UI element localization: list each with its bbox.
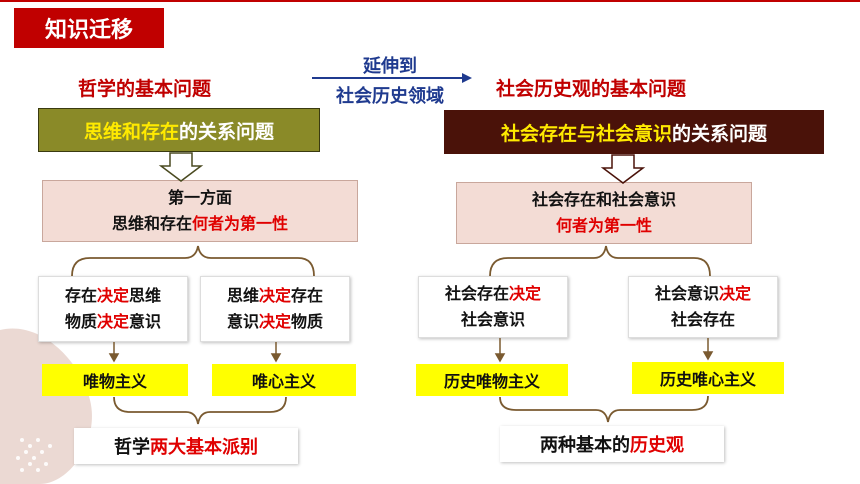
right-hollow-arrow-icon (600, 154, 646, 184)
left-aspect-plain: 思维和存在 (111, 214, 192, 233)
right-bottom-plain: 两种基本的 (540, 435, 630, 456)
left-b-l1-post: 存在 (291, 286, 324, 305)
left-a-l1-post: 思维 (129, 286, 162, 305)
left-b-l2-post: 物质 (291, 312, 324, 331)
right-aspect-box: 社会存在和社会意识 何者为第一性 (456, 182, 752, 244)
right-b-l2: 社会存在 (670, 310, 735, 329)
right-bottom-bracket (499, 395, 709, 423)
right-a-l1-red: 决定 (509, 284, 542, 303)
left-a-l1-pre: 存在 (64, 286, 97, 305)
right-aspect-line1: 社会存在和社会意识 (531, 190, 676, 209)
right-top-bracket (489, 245, 711, 277)
right-a-l1-pre: 社会存在 (444, 284, 509, 303)
arrow-text-top: 延伸到 (363, 56, 417, 77)
left-relation-box: 思维和存在的关系问题 (38, 108, 320, 152)
right-heading: 社会历史观的基本问题 (496, 78, 687, 100)
right-b-l1-red: 决定 (719, 284, 752, 303)
left-a-l2-pre: 物质 (64, 312, 97, 331)
left-bottom-label: 哲学两大基本派别 (74, 428, 298, 464)
top-rule (0, 0, 860, 2)
right-bottom-red: 历史观 (630, 435, 684, 456)
left-result-b: 唯心主义 (212, 364, 356, 396)
right-relation-highlight: 社会存在与社会意识 (500, 122, 672, 145)
left-aspect-box: 第一方面 思维和存在何者为第一性 (42, 180, 358, 242)
arrow-text-bottom: 社会历史领域 (336, 86, 444, 107)
left-b-l2-red: 决定 (258, 312, 291, 331)
left-relation-rest: 的关系问题 (179, 120, 275, 143)
left-result-a: 唯物主义 (42, 364, 188, 396)
extend-arrow (312, 73, 472, 83)
right-result-a: 历史唯物主义 (416, 364, 568, 396)
left-top-bracket (71, 245, 315, 277)
right-aspect-red: 何者为第一性 (555, 216, 652, 235)
left-a-l2-red: 决定 (96, 312, 129, 331)
left-bottom-red: 两大基本派别 (150, 437, 258, 458)
section-badge: 知识迁移 (14, 8, 164, 48)
right-result-b: 历史唯心主义 (632, 362, 784, 394)
left-bottom-plain: 哲学 (114, 437, 150, 458)
left-branch-b-box: 思维决定存在 意识决定物质 (200, 276, 350, 342)
left-bottom-bracket (113, 396, 287, 425)
right-relation-box: 社会存在与社会意识的关系问题 (444, 110, 824, 154)
left-hollow-arrow-icon (158, 152, 204, 182)
right-a-l2: 社会意识 (460, 310, 525, 329)
right-branch-a-box: 社会存在决定 社会意识 (418, 276, 568, 338)
left-a-l1-red: 决定 (96, 286, 129, 305)
right-b-l1-pre: 社会意识 (654, 284, 719, 303)
left-aspect-red: 何者为第一性 (192, 214, 289, 233)
left-b-l1-red: 决定 (258, 286, 291, 305)
right-branch-b-box: 社会意识决定 社会存在 (628, 276, 778, 338)
left-heading: 哲学的基本问题 (78, 78, 212, 100)
left-branch-a-box: 存在决定思维 物质决定意识 (38, 276, 188, 342)
left-a-l2-post: 意识 (129, 312, 162, 331)
left-aspect-line1: 第一方面 (167, 188, 232, 207)
left-b-l1-pre: 思维 (226, 286, 259, 305)
right-relation-rest: 的关系问题 (672, 122, 768, 145)
right-bottom-label: 两种基本的历史观 (500, 426, 724, 462)
left-relation-highlight: 思维和存在 (83, 120, 179, 143)
left-b-l2-pre: 意识 (226, 312, 259, 331)
